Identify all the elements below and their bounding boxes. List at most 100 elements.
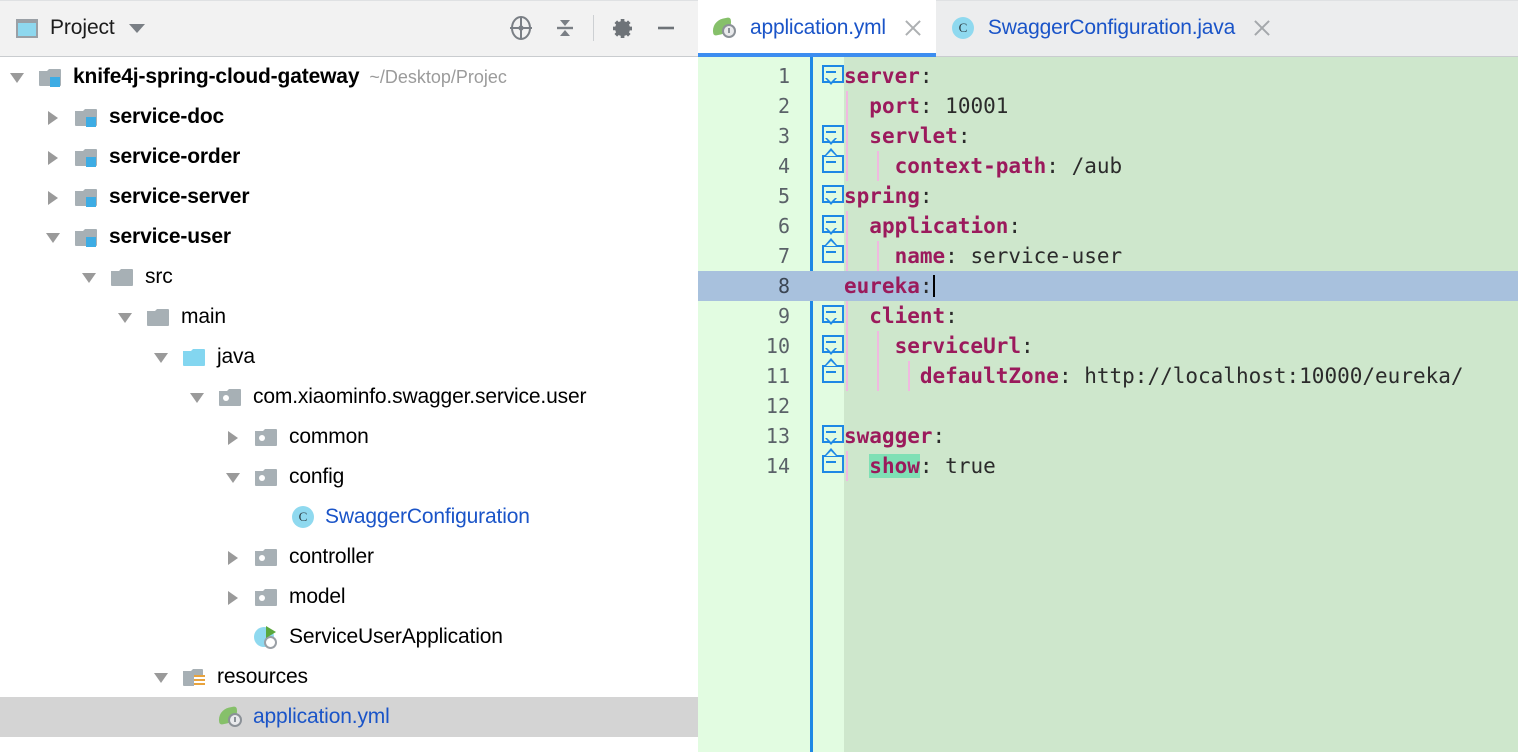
chevron-down-icon[interactable] [44, 228, 62, 246]
chevron-down-icon[interactable] [8, 68, 26, 86]
module-folder-icon [38, 66, 64, 88]
editor-gutter[interactable] [698, 57, 810, 752]
close-icon[interactable] [902, 17, 924, 39]
chevron-down-icon[interactable] [80, 268, 98, 286]
indent-guide [877, 361, 879, 391]
tree-twisty-none [260, 508, 278, 526]
fold-start-marker[interactable] [820, 214, 844, 236]
code-text: serviceUrl: [844, 331, 1034, 361]
hide-icon[interactable] [644, 6, 688, 50]
chevron-right-icon[interactable] [224, 588, 242, 606]
tree-row[interactable]: service-server [0, 177, 698, 217]
source-folder-icon [182, 346, 208, 368]
resources-folder-icon [182, 666, 208, 688]
gutter-divider-line [810, 57, 813, 752]
tree-item-label: model [289, 585, 346, 608]
code-line[interactable]: 7 name: service-user [698, 241, 1518, 271]
tree-row[interactable]: com.xiaominfo.swagger.service.user [0, 377, 698, 417]
yaml-key: name [894, 244, 946, 268]
chevron-down-icon[interactable] [128, 23, 145, 33]
chevron-down-icon[interactable] [116, 308, 134, 326]
tree-item-label: com.xiaominfo.swagger.service.user [253, 385, 587, 408]
text-caret [932, 275, 935, 297]
tool-window-header: Project [0, 0, 698, 57]
tree-item-label: controller [289, 545, 374, 568]
tree-item-label: SwaggerConfiguration [325, 505, 530, 528]
spring-yaml-icon [710, 17, 738, 39]
tree-row[interactable]: java [0, 337, 698, 377]
code-line[interactable]: 4 context-path: /aub [698, 151, 1518, 181]
line-number: 10 [765, 334, 790, 358]
code-line[interactable]: 3 servlet: [698, 121, 1518, 151]
chevron-down-icon[interactable] [224, 468, 242, 486]
chevron-down-icon[interactable] [152, 348, 170, 366]
tree-row[interactable]: common [0, 417, 698, 457]
tree-row[interactable]: config [0, 457, 698, 497]
editor-tab[interactable]: application.yml [698, 0, 936, 57]
fold-start-marker[interactable] [820, 304, 844, 326]
tree-row[interactable]: SwaggerConfiguration [0, 497, 698, 537]
yaml-key: show [869, 454, 920, 478]
tree-row[interactable]: src [0, 257, 698, 297]
tree-row[interactable]: service-user [0, 217, 698, 257]
code-line[interactable]: 6 application: [698, 211, 1518, 241]
code-line[interactable]: 12 [698, 391, 1518, 421]
indent-guide [846, 211, 848, 241]
code-line[interactable]: 10 serviceUrl: [698, 331, 1518, 361]
fold-end-marker[interactable] [820, 238, 844, 266]
tree-row[interactable]: main [0, 297, 698, 337]
settings-gear-icon[interactable] [600, 6, 644, 50]
yaml-key: server [844, 64, 920, 88]
tree-row[interactable]: service-doc [0, 97, 698, 137]
tree-row[interactable]: resources [0, 657, 698, 697]
fold-start-marker[interactable] [820, 124, 844, 146]
chevron-right-icon[interactable] [44, 108, 62, 126]
project-tree[interactable]: knife4j-spring-cloud-gateway~/Desktop/Pr… [0, 57, 698, 752]
tree-row[interactable]: model [0, 577, 698, 617]
fold-start-marker[interactable] [820, 184, 844, 206]
editor-tab-bar: application.ymlSwaggerConfiguration.java [698, 0, 1518, 57]
indent-guide [846, 361, 848, 391]
code-text: defaultZone: http://localhost:10000/eure… [844, 361, 1464, 391]
yaml-key: eureka [844, 274, 920, 298]
tree-row[interactable]: knife4j-spring-cloud-gateway~/Desktop/Pr… [0, 57, 698, 97]
chevron-down-icon[interactable] [152, 668, 170, 686]
fold-start-marker[interactable] [820, 334, 844, 356]
chevron-right-icon[interactable] [44, 188, 62, 206]
chevron-down-icon[interactable] [188, 388, 206, 406]
fold-end-marker[interactable] [820, 148, 844, 176]
tree-row[interactable]: controller [0, 537, 698, 577]
tool-window-title: Project [50, 16, 115, 39]
line-number: 7 [777, 244, 790, 268]
chevron-right-icon[interactable] [224, 428, 242, 446]
fold-start-marker[interactable] [820, 424, 844, 446]
code-line[interactable]: 14 show: true [698, 451, 1518, 481]
code-line[interactable]: 11 defaultZone: http://localhost:10000/e… [698, 361, 1518, 391]
tree-item-label: service-server [109, 185, 250, 208]
tree-row-selected[interactable]: application.yml [0, 697, 698, 737]
chevron-right-icon[interactable] [224, 548, 242, 566]
code-line[interactable]: 9 client: [698, 301, 1518, 331]
code-line[interactable]: 2 port: 10001 [698, 91, 1518, 121]
yaml-separator: : [932, 424, 946, 448]
fold-start-marker[interactable] [820, 64, 844, 86]
tree-row[interactable]: ServiceUserApplication [0, 617, 698, 657]
collapse-all-icon[interactable] [543, 6, 587, 50]
indent-guide [877, 241, 879, 271]
tree-item-label: java [217, 345, 255, 368]
editor-tab[interactable]: SwaggerConfiguration.java [936, 0, 1285, 56]
package-icon [254, 426, 280, 448]
module-folder-icon [74, 226, 100, 248]
chevron-right-icon[interactable] [44, 148, 62, 166]
close-icon[interactable] [1251, 17, 1273, 39]
tree-row[interactable]: service-order [0, 137, 698, 177]
fold-end-marker[interactable] [820, 448, 844, 476]
fold-end-marker[interactable] [820, 358, 844, 386]
select-opened-file-icon[interactable] [499, 6, 543, 50]
